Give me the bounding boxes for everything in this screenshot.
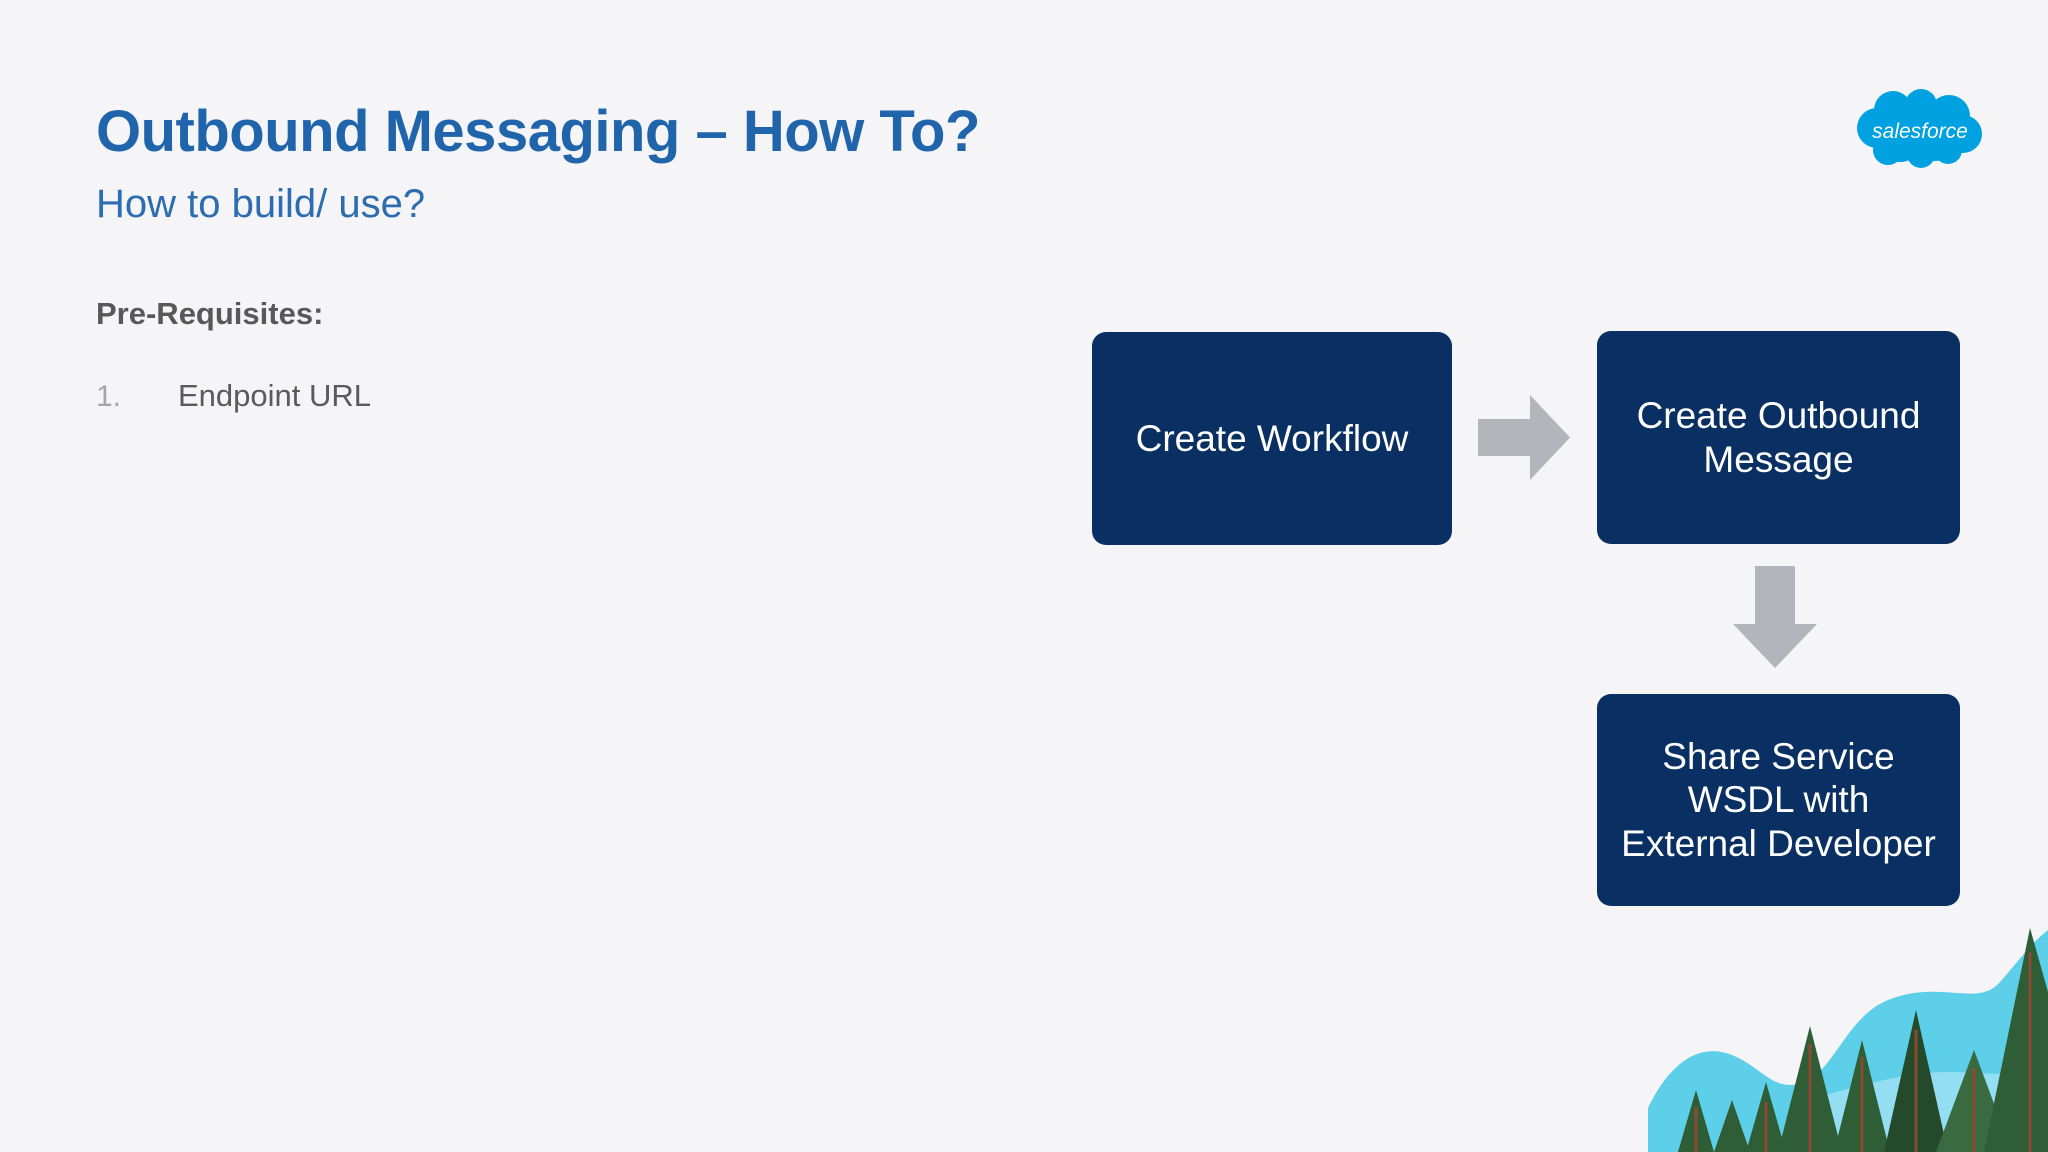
page-title: Outbound Messaging – How To?: [96, 99, 980, 164]
flow-box-create-outbound-message[interactable]: Create Outbound Message: [1597, 331, 1960, 544]
list-item: 1. Endpoint URL: [96, 378, 796, 414]
salesforce-cloud-logo: salesforce: [1855, 88, 1985, 170]
flow-box-create-workflow[interactable]: Create Workflow: [1092, 332, 1452, 545]
arrow-down-icon: [1733, 566, 1817, 668]
prerequisites-heading: Pre-Requisites:: [96, 296, 324, 331]
flow-box-label: Create Workflow: [1135, 417, 1409, 459]
list-item-number: 1.: [96, 380, 122, 413]
list-item-label: Endpoint URL: [178, 378, 372, 413]
salesforce-logo-text: salesforce: [1872, 120, 1968, 143]
arrow-right-icon: [1478, 395, 1570, 480]
page-subtitle: How to build/ use?: [96, 182, 426, 226]
prerequisites-list: 1. Endpoint URL: [96, 378, 796, 432]
flow-box-label: Share Service WSDL with External Develop…: [1621, 735, 1936, 864]
flow-box-share-service-wsdl[interactable]: Share Service WSDL with External Develop…: [1597, 694, 1960, 906]
flow-box-label: Create Outbound Message: [1636, 394, 1921, 480]
pine-forest-illustration: [1648, 922, 2048, 1152]
